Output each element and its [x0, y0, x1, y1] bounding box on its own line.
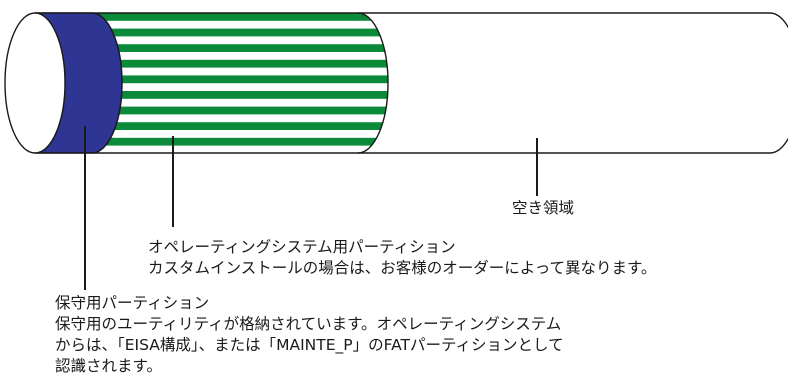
- tube-left-opening: [4, 12, 66, 154]
- maintenance-partition-title: 保守用パーティション: [55, 294, 210, 312]
- maintenance-partition-description-line: からは、「EISA構成」、または「MAINTE_P」のFATパーティションとして: [55, 336, 564, 354]
- os-partition-label: オペレーティングシステム用パーティション カスタムインストールの場合は、お客様の…: [148, 237, 656, 279]
- os-partition-title: オペレーティングシステム用パーティション: [148, 238, 456, 256]
- os-partition-region: [92, 13, 388, 153]
- maintenance-partition-description-line: 認識されます。: [55, 357, 162, 375]
- maintenance-partition-description-line: 保守用のユーティリティが格納されています。オペレーティングシステム: [55, 315, 562, 333]
- free-space-text: 空き領域: [512, 199, 575, 217]
- os-partition-boundary: [357, 12, 389, 154]
- maintenance-partition-boundary: [91, 12, 123, 154]
- free-space-label: 空き領域: [512, 198, 574, 219]
- disk-cylinder: [4, 12, 788, 154]
- tube-right-end: [769, 12, 788, 154]
- maintenance-partition-label: 保守用パーティション 保守用のユーティリティが格納されています。オペレーティング…: [55, 293, 564, 377]
- os-stripe-pattern: [92, 13, 388, 153]
- os-partition-note: カスタムインストールの場合は、お客様のオーダーによって異なります。: [148, 259, 657, 277]
